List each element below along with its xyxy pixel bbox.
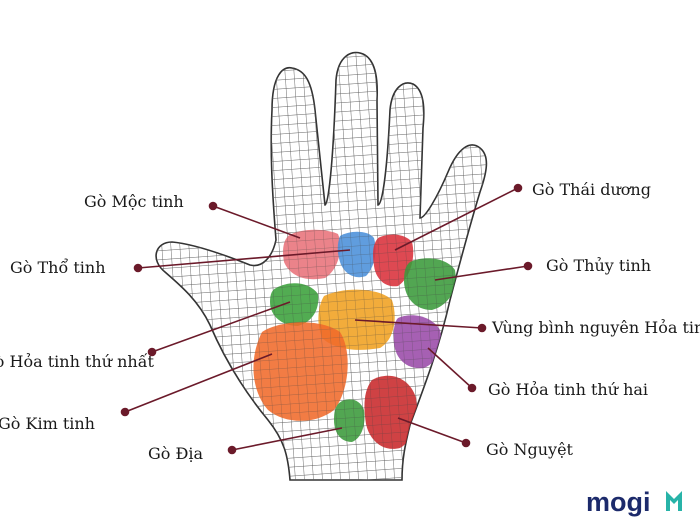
label-moc-tinh: Gò Mộc tinh — [84, 192, 184, 211]
label-thuy-tinh: Gò Thủy tinh — [546, 256, 652, 275]
leader-nguyet — [397, 417, 467, 444]
label-nguyet: Gò Nguyệt — [486, 440, 573, 459]
leader-dia — [231, 427, 343, 451]
leader-dot-thai-duong — [513, 183, 523, 193]
leader-dot-hoa-tinh-1 — [147, 347, 157, 357]
leader-hoa-tinh-1 — [151, 301, 291, 353]
leader-lines — [120, 183, 533, 455]
leader-dot-moc-tinh — [208, 201, 218, 211]
label-binh-nguyen: Vùng bình nguyên Hỏa tinh — [492, 318, 700, 337]
svg-text:mogi: mogi — [586, 487, 651, 517]
leader-thai-duong — [394, 187, 519, 251]
leader-dot-binh-nguyen — [477, 323, 487, 333]
leader-dot-thuy-tinh — [523, 261, 533, 271]
label-dia: Gò Địa — [148, 444, 204, 463]
leader-moc-tinh — [212, 205, 301, 239]
leader-binh-nguyen — [354, 319, 483, 329]
leader-dot-dia — [227, 445, 237, 455]
label-tho-tinh: Gò Thổ tinh — [10, 258, 106, 277]
leader-thuy-tinh — [434, 265, 529, 281]
label-hoa-tinh-2: Gò Hỏa tinh thứ hai — [488, 380, 649, 399]
label-kim-tinh: Gò Kim tinh — [0, 414, 95, 433]
leader-kim-tinh — [124, 353, 273, 413]
leader-dot-kim-tinh — [120, 407, 130, 417]
leader-tho-tinh — [137, 249, 351, 269]
leader-dot-hoa-tinh-2 — [467, 383, 477, 393]
leader-hoa-tinh-2 — [427, 347, 473, 389]
mogi-logo: mogi — [586, 487, 682, 517]
label-thai-duong: Gò Thái dương — [532, 180, 651, 199]
leader-dot-nguyet — [461, 438, 471, 448]
leader-dot-tho-tinh — [133, 263, 143, 273]
label-hoa-tinh-1: Gò Hỏa tinh thứ nhất — [0, 352, 154, 371]
